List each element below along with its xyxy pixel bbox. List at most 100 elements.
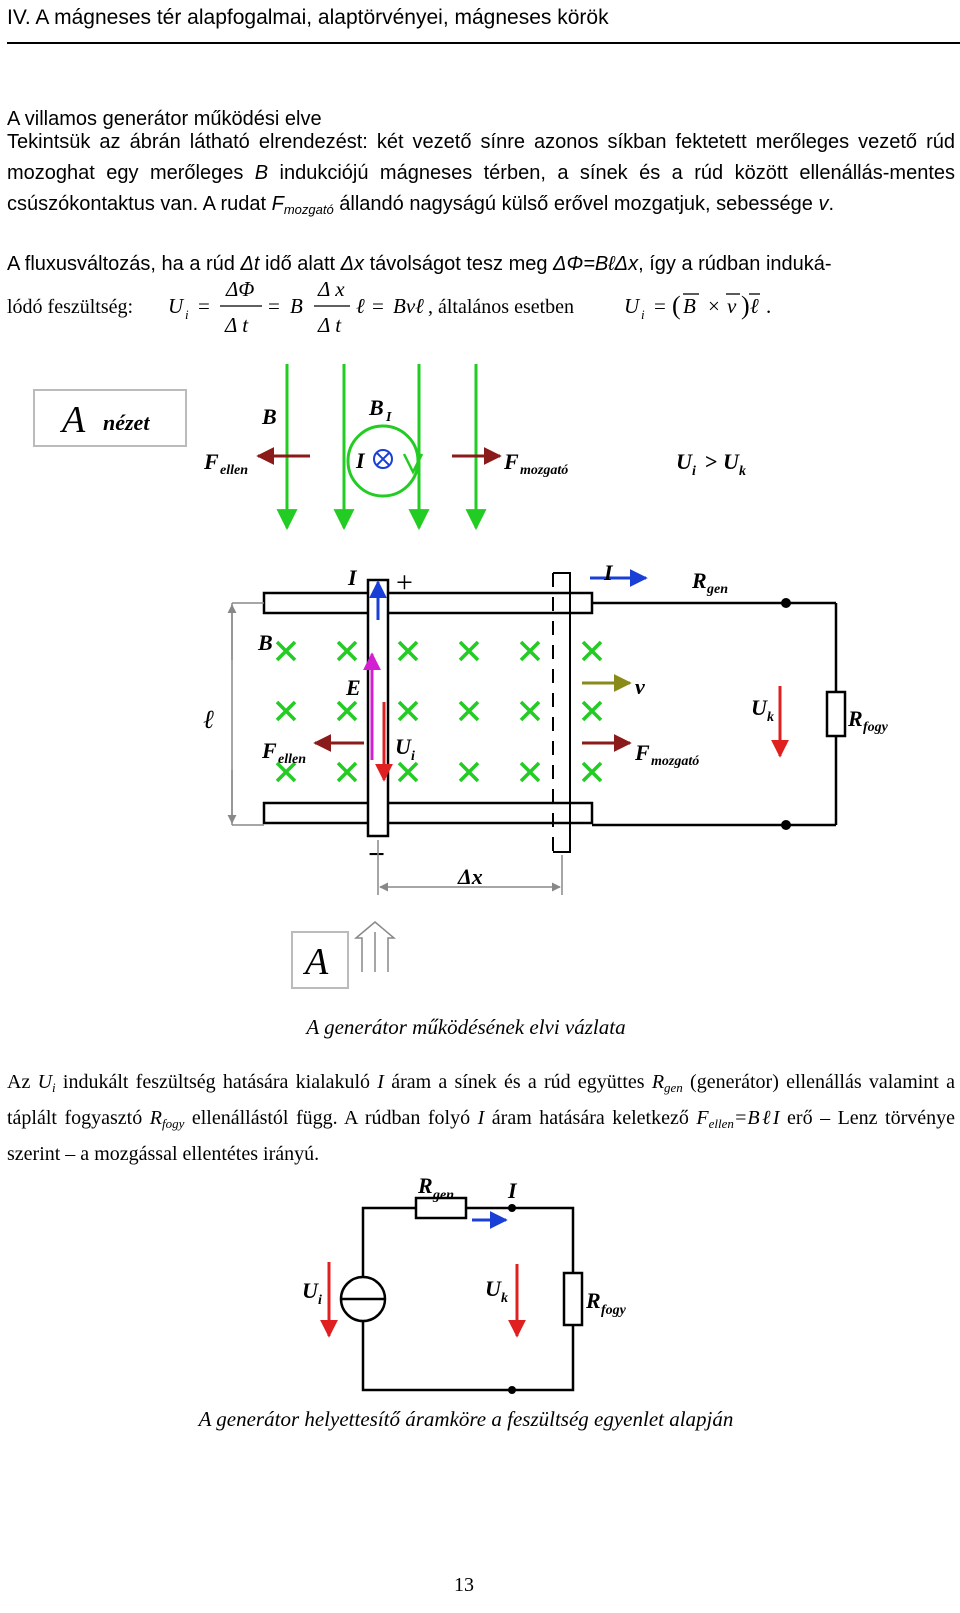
field-cross-icon xyxy=(336,700,358,722)
svg-text:R: R xyxy=(585,1288,601,1313)
load-resistor xyxy=(562,1271,584,1327)
field-cross-icon xyxy=(519,700,541,722)
svg-text:B: B xyxy=(290,294,303,318)
svg-text:I: I xyxy=(385,410,392,425)
svg-text:F: F xyxy=(634,740,650,765)
svg-text:ℓ: ℓ xyxy=(203,705,214,734)
svg-text:.: . xyxy=(766,294,771,318)
header-rule xyxy=(7,42,960,44)
svg-text:+: + xyxy=(396,566,413,599)
svg-text:I: I xyxy=(347,565,358,590)
field-cross-icon xyxy=(275,640,297,662)
svg-text:ellen: ellen xyxy=(278,752,306,767)
svg-text:F: F xyxy=(503,449,519,474)
page-number: 13 xyxy=(454,1574,474,1596)
svg-text:ℓ: ℓ xyxy=(750,294,759,318)
svg-text:k: k xyxy=(501,1291,508,1306)
flux-paragraph: A fluxusváltozás, ha a rúd Δt idő alatt … xyxy=(7,253,832,275)
equivalent-circuit: R gen I U i U k R fogy A generátor helye… xyxy=(197,1178,734,1431)
svg-text:B: B xyxy=(257,630,273,655)
svg-text:B: B xyxy=(261,404,277,429)
field-cross-icon xyxy=(336,761,358,783)
load-resistor xyxy=(825,690,847,738)
circuit-caption: A generátor helyettesítő áramköre a fesz… xyxy=(197,1407,734,1431)
svg-text:E: E xyxy=(345,675,361,700)
svg-text:U: U xyxy=(751,695,768,720)
field-cross-icon xyxy=(519,640,541,662)
view-direction-arrow xyxy=(353,921,397,972)
svg-text:gen: gen xyxy=(706,582,728,597)
view-label-box-2 xyxy=(291,931,349,989)
field-cross-icon xyxy=(397,761,419,783)
svg-text:): ) xyxy=(741,291,750,320)
field-cross-icon xyxy=(397,640,419,662)
formula-numerator: ΔΦ xyxy=(225,277,254,301)
svg-text:U: U xyxy=(676,449,693,474)
svg-text:Bvℓ: Bvℓ xyxy=(393,294,424,318)
svg-text:B: B xyxy=(368,395,384,420)
current-into-page-icon xyxy=(373,449,393,469)
svg-text:i: i xyxy=(692,464,696,479)
svg-text:Δ t: Δ t xyxy=(317,313,342,337)
svg-text:i: i xyxy=(185,307,189,322)
field-cross-icon xyxy=(336,640,358,662)
intro-paragraph: Tekintsük az ábrán látható elrendezést: … xyxy=(7,131,955,217)
formula-line: lódó feszültség: U i = ΔΦ Δ t = B Δ x Δ … xyxy=(7,277,771,337)
svg-text:I: I xyxy=(603,560,614,585)
svg-text:k: k xyxy=(739,464,746,479)
field-cross-icon xyxy=(519,761,541,783)
svg-text:v: v xyxy=(635,674,645,699)
generator-resistor xyxy=(414,1196,468,1220)
svg-text:B: B xyxy=(683,294,696,318)
field-cross-icon xyxy=(458,700,480,722)
diagram-caption: A generátor működésének elvi vázlata xyxy=(304,1015,625,1039)
svg-text:U: U xyxy=(485,1276,502,1301)
svg-text:R: R xyxy=(691,568,707,593)
field-cross-icon xyxy=(581,700,603,722)
svg-text:mozgató: mozgató xyxy=(520,463,568,478)
svg-text:I: I xyxy=(355,448,366,473)
svg-text:i: i xyxy=(411,749,415,764)
field-cross-icon xyxy=(397,700,419,722)
svg-text:(: ( xyxy=(672,291,681,320)
view-label: A xyxy=(59,399,86,441)
svg-text:U: U xyxy=(624,294,641,318)
field-cross-icon xyxy=(458,640,480,662)
field-cross-icon xyxy=(275,700,297,722)
svg-text:fogy: fogy xyxy=(601,1303,627,1318)
svg-text:I: I xyxy=(507,1178,518,1203)
svg-text:v: v xyxy=(727,294,737,318)
header-title: IV. A mágneses tér alapfogalmai, alaptör… xyxy=(7,6,609,29)
body-paragraph: Az Ui indukált feszültség hatására kiala… xyxy=(7,1071,956,1165)
field-cross-icon xyxy=(581,640,603,662)
generator-diagram: A nézet B B I I F ellen F mozgató U i > … xyxy=(33,364,889,1039)
svg-text:R: R xyxy=(417,1178,433,1198)
page-header: IV. A mágneses tér alapfogalmai, alaptör… xyxy=(7,0,960,46)
svg-text:ellen: ellen xyxy=(220,463,248,478)
circuit-loop xyxy=(361,1206,575,1392)
svg-text:mozgató: mozgató xyxy=(651,754,699,769)
svg-text:=: = xyxy=(268,294,280,318)
svg-text:U: U xyxy=(395,734,412,759)
svg-text:gen: gen xyxy=(432,1188,454,1203)
field-cross-icon xyxy=(581,761,603,783)
svg-text:=: = xyxy=(654,294,666,318)
svg-text:Δ t: Δ t xyxy=(224,313,249,337)
svg-text:U: U xyxy=(723,449,740,474)
formula-lead: lódó feszültség: xyxy=(7,296,133,318)
bottom-rail xyxy=(262,801,594,825)
view-label-box xyxy=(33,389,187,447)
field-crosses xyxy=(275,640,603,783)
field-cross-icon xyxy=(458,761,480,783)
svg-text:=: = xyxy=(372,294,384,318)
svg-text:, általános esetben: , általános esetben xyxy=(428,296,574,318)
svg-text:Δx: Δx xyxy=(457,864,483,889)
svg-text:F: F xyxy=(261,738,277,763)
section-title: A villamos generátor működési elve xyxy=(7,108,322,130)
svg-text:>: > xyxy=(705,449,718,474)
svg-text:ℓ: ℓ xyxy=(356,294,365,318)
svg-text:i: i xyxy=(641,307,645,322)
formula-ui: U xyxy=(168,294,185,318)
svg-text:Δ x: Δ x xyxy=(317,277,345,301)
field-arrows xyxy=(276,364,487,531)
